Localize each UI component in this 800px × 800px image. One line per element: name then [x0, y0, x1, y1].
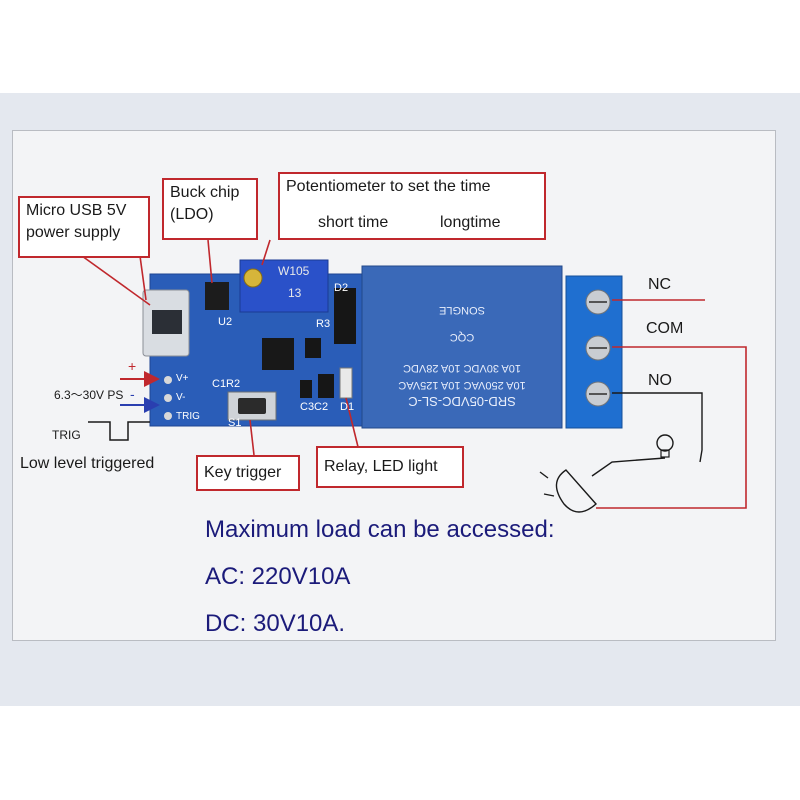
- relay-rating-1: 10A 250VAC 10A 125VAC: [398, 379, 526, 391]
- low-level-label: Low level triggered: [20, 455, 155, 472]
- timer-ic: [262, 338, 294, 370]
- relay-label-block: SRD-05VDC-SL-C 10A 250VAC 10A 125VAC 10A…: [368, 276, 556, 416]
- bulb-icon: [656, 434, 674, 458]
- pot-marking-2: 13: [288, 286, 302, 300]
- plus-label: +: [128, 358, 137, 374]
- minus-label: -: [130, 386, 135, 402]
- potentiometer-screw-icon: [243, 268, 263, 288]
- silk-u2: U2: [218, 316, 233, 328]
- terminal-no-label: NO: [648, 372, 672, 389]
- relay-cqc-mark: CQC: [449, 331, 475, 343]
- terminal-com-label: COM: [646, 320, 684, 337]
- callout-micro-usb: Micro USB 5V power supply: [18, 196, 150, 258]
- callout-key-trigger-label: Key trigger: [204, 464, 282, 481]
- terminal-nc-label: NC: [648, 276, 672, 293]
- callout-relay-label: Relay, LED light: [324, 458, 438, 475]
- buck-chip: [205, 282, 229, 310]
- silk-d1: D1: [340, 401, 355, 413]
- callout-key-trigger: Key trigger: [196, 455, 300, 491]
- pot-short-time: short time: [318, 214, 389, 231]
- pot-long-time: longtime: [440, 214, 501, 231]
- pin-vplus: V+: [176, 373, 189, 384]
- pot-marking-1: W105: [278, 264, 310, 278]
- callout-buck-chip-line1: Buck chip: [170, 184, 240, 201]
- callout-buck-chip: Buck chip (LDO): [162, 178, 258, 240]
- callout-relay: Relay, LED light: [316, 446, 464, 488]
- max-load-dc: DC: 30V10A.: [205, 610, 346, 637]
- callout-micro-usb-line1: Micro USB 5V: [26, 202, 127, 219]
- relay: [361, 265, 563, 429]
- max-load-ac: AC: 220V10A: [205, 563, 351, 590]
- callout-buck-chip-line2: (LDO): [170, 206, 214, 223]
- callout-potentiometer: Potentiometer to set the time: [278, 172, 546, 240]
- pin-vminus: V-: [176, 392, 186, 403]
- relay-model: SRD-05VDC-SL-C: [408, 394, 516, 409]
- relay-rating-2: 10A 30VDC 10A 28VDC: [402, 362, 522, 374]
- plug-icon: [539, 469, 597, 513]
- silk-c3c2: C3C2: [300, 401, 329, 413]
- silk-r3: R3: [316, 318, 331, 330]
- max-load-title: Maximum load can be accessed:: [205, 516, 555, 543]
- trigger-waveform: [88, 421, 150, 441]
- silk-d2: D2: [334, 282, 349, 294]
- callout-potentiometer-title: Potentiometer to set the time: [286, 178, 491, 195]
- ps-range-label: 6.3～30V PS: [54, 388, 124, 402]
- trig-label: TRIG: [52, 428, 81, 442]
- silk-c1r2: C1R2: [212, 378, 241, 390]
- silk-s1: S1: [228, 417, 242, 429]
- relay-brand: SONGLE: [439, 304, 485, 316]
- pin-trig: TRIG: [176, 411, 200, 422]
- callout-micro-usb-line2: power supply: [26, 224, 121, 241]
